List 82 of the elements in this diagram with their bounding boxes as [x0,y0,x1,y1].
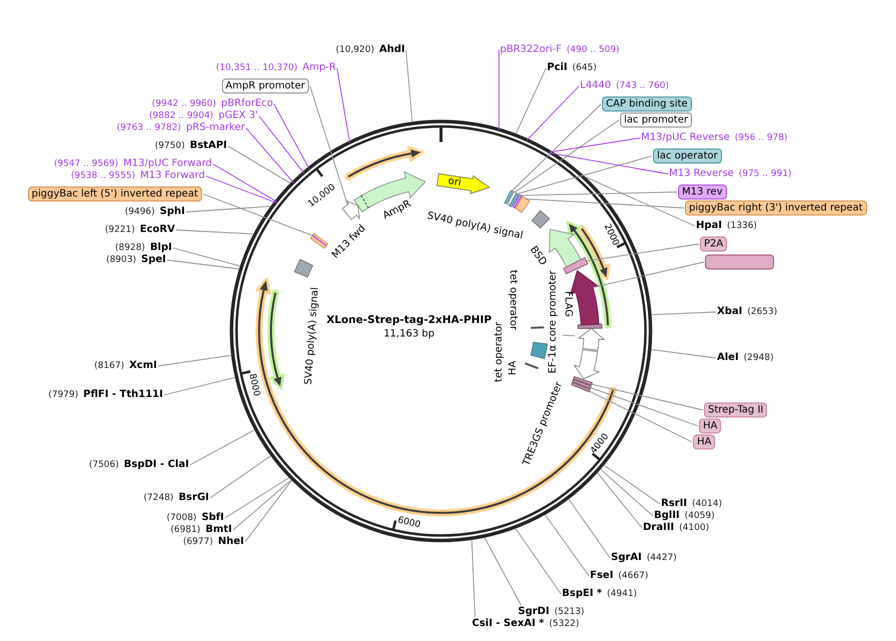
primer-position: (975 .. 991) [738,168,792,180]
enzyme-name: XbaI [717,306,742,318]
enzyme-name: RsrII [661,498,688,510]
primer-position: (9942 .. 9960) [152,98,216,110]
primer-position: (9547 .. 9569) [54,158,118,170]
feature-name: tet operator [508,270,518,330]
enzyme-name: NheI [218,536,244,548]
site-position: (9750) [154,140,185,152]
site-position: (645) [572,62,597,74]
site-position: (4059) [684,510,715,522]
enzyme-name: AleI [717,352,739,364]
tick-label: 6000 [396,516,422,531]
primer-name: pBR322ori-F [500,44,562,56]
enzyme-name: BstAPI [190,140,227,152]
site-position: (9221) [104,224,135,236]
primer-name: pBRforEco [221,98,273,110]
enzyme-name: AhdI [379,44,405,56]
feature-name: HA [508,360,518,376]
enzyme-name: PciI [547,62,568,74]
primer-position: (743 .. 760) [616,80,669,92]
enzyme-name: PflFI - Tth111I [83,389,163,401]
primer-name: M13/pUC Forward [123,158,212,170]
site-position: (6977) [183,536,213,548]
site-position: (7248) [144,492,174,504]
enzyme-name: BspDI - ClaI [124,459,189,471]
primer-position: (956 .. 978) [734,132,788,144]
site-position: (7979) [48,389,78,401]
enzyme-name: SphI [160,206,185,218]
primer-position: (490 .. 509) [566,44,620,56]
site-position: (1336) [727,220,757,232]
feature-name: FLAG [562,291,574,317]
site-position: (8928) [115,242,146,254]
site-position: (4941) [607,588,637,600]
primer-name: L4440 [580,80,612,92]
enzyme-name: SgrDI [518,606,550,618]
primer-position: (9763 .. 9782) [116,122,182,134]
primer-name: M13/pUC Reverse [641,132,730,144]
feature-name: tet operator [494,322,504,382]
site-position: (2653) [747,306,778,318]
tick-label: 2000 [601,222,620,248]
feature-name: SV40 poly(A) signal [426,210,524,242]
site-position: (10,920) [336,44,374,56]
primer-name: pGEX 3' [218,110,258,122]
enzyme-name: XcmI [129,360,157,372]
enzyme-name: SgrAI [611,552,642,564]
enzyme-name: BspEI * [562,588,602,600]
feature-name: EF-1α core promoter [548,270,558,374]
site-position: (8903) [106,254,136,266]
enzyme-name: BglII [654,510,680,522]
plasmid-length: 11,163 bp [384,328,434,340]
site-position: (4667) [618,570,648,582]
enzyme-name: BlpI [150,242,172,254]
enzyme-name: DraIII [643,522,674,534]
enzyme-name: HpaI [696,220,722,232]
enzyme-name: FseI [590,570,614,582]
enzyme-name: CsiI - SexAI * [472,618,544,630]
site-position: (8167) [94,360,124,372]
site-position: (2948) [744,352,774,364]
primer-name: M13 Forward [140,170,205,182]
enzyme-name: SbfI [202,512,224,524]
site-position: (6981) [170,524,200,536]
primer-name: Amp-R [302,62,336,74]
enzyme-name: BsrGI [178,492,209,504]
enzyme-name: EcoRV [140,224,175,236]
site-position: (4427) [646,552,677,564]
primer-name: pRS-marker [186,122,245,134]
primer-position: (9882 .. 9904) [149,110,214,122]
plasmid-name: XLone-Strep-tag-2xHA-PHIP [326,314,492,326]
site-position: (5213) [554,606,584,618]
enzyme-name: SpeI [141,254,166,266]
site-position: (9496) [124,206,155,218]
site-position: (5322) [549,618,580,630]
tick-label: 8000 [246,372,261,397]
primer-position: (10,351 .. 10,370) [216,62,298,74]
enzyme-name: BmtI [205,524,232,536]
site-position: (4014) [692,498,722,510]
primer-position: (9538 .. 9555) [70,170,136,182]
feature-name: SV40 poly(A) signal [303,286,321,386]
site-position: (4100) [679,522,710,534]
site-position: (7008) [166,512,197,524]
site-position: (7506) [88,459,119,471]
primer-name: M13 Reverse [669,168,734,180]
